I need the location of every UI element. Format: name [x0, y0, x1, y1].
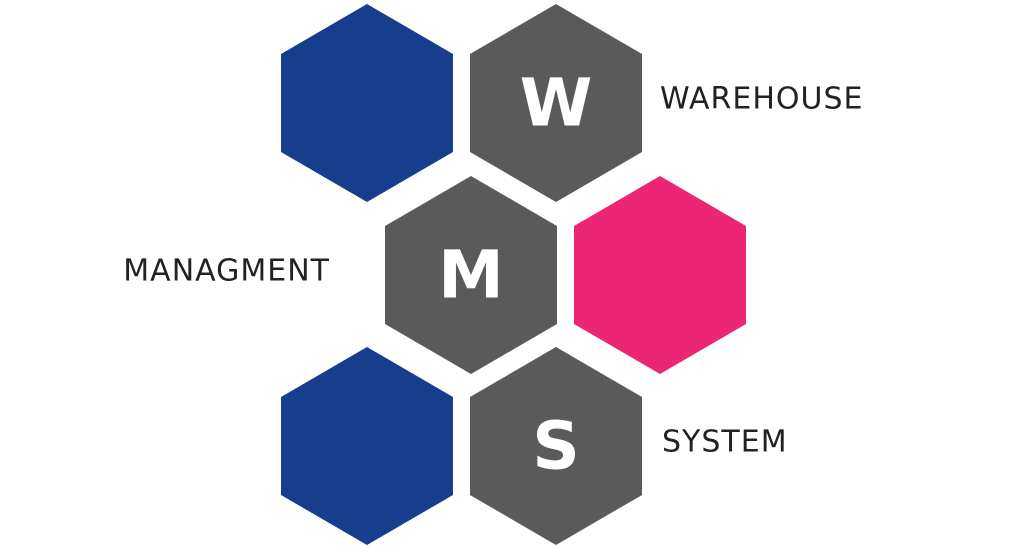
- letter-m: M: [438, 237, 504, 314]
- hex-top-left: [281, 4, 453, 202]
- hex-middle-left-m: M: [385, 176, 557, 374]
- label-warehouse: WAREHOUSE: [660, 82, 863, 117]
- label-system: SYSTEM: [662, 425, 788, 460]
- hex-bottom-right-s: S: [470, 347, 642, 545]
- hex-bottom-left: [281, 347, 453, 545]
- label-management: MANAGMENT: [123, 254, 330, 289]
- hex-middle-right: [574, 176, 746, 374]
- letter-s: S: [532, 408, 580, 485]
- letter-w: W: [520, 65, 593, 142]
- hex-top-right-w: W: [470, 4, 642, 202]
